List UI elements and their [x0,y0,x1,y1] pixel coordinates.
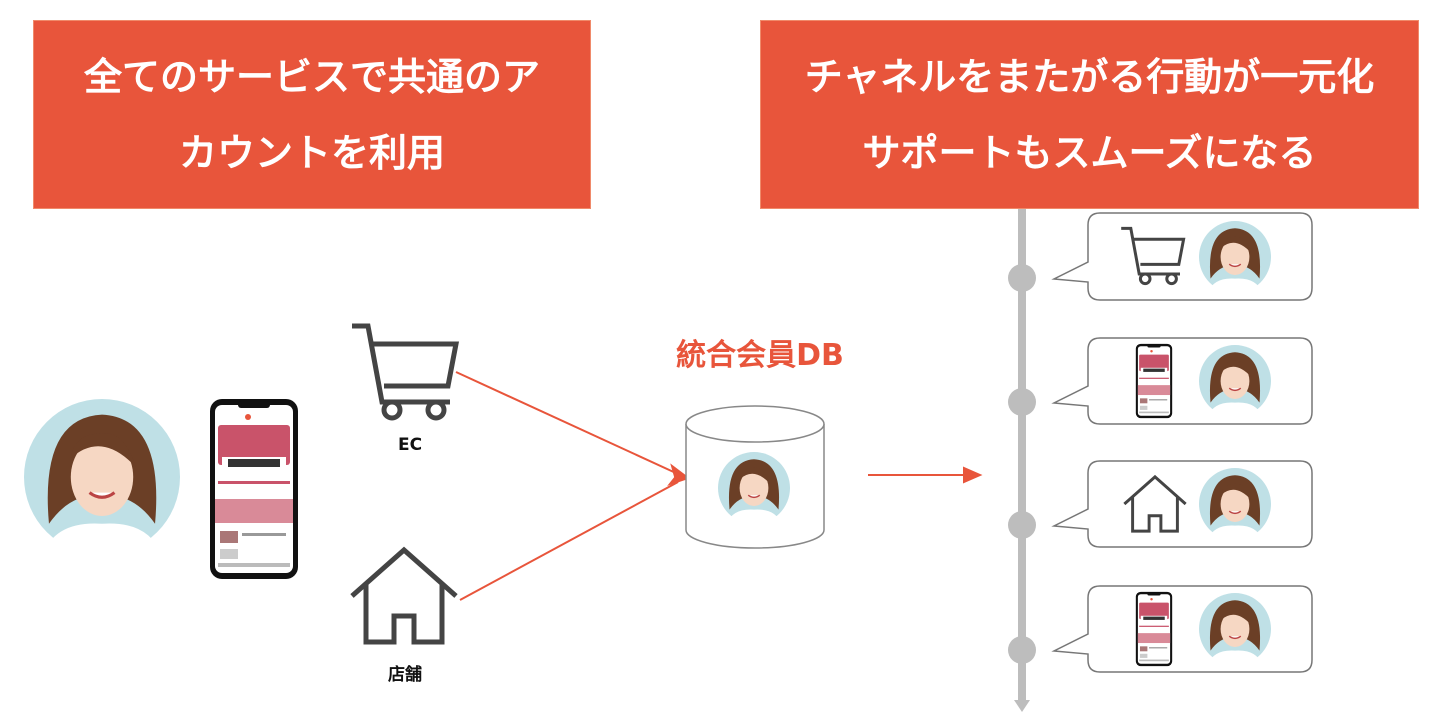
member-app-phone-icon [210,399,298,579]
shared-account-banner: 全てのサービスで共通のア カウントを利用 [33,20,591,209]
unified-behavior-banner: チャネルをまたがる行動が一元化 サポートもスムーズになる [760,20,1419,209]
bubble-user-avatar [1199,593,1271,665]
bubble-phone-icon [1135,591,1173,667]
store-house-icon [352,550,456,642]
user-avatar [24,399,180,555]
timeline-bubble-4 [1051,585,1313,673]
store-label: 店舗 [388,665,422,685]
db-label: 統合会員DB [676,338,844,373]
db-user-avatar [718,452,790,524]
bubble-phone-icon [1135,343,1173,419]
bubble-user-avatar [1199,468,1271,540]
banner-line: チャネルをまたがる行動が一元化 [804,54,1375,99]
timeline [1008,208,1036,712]
banner-line: 全てのサービスで共通のア [83,54,540,99]
banner-line: サポートもスムーズになる [862,130,1317,175]
flow-arrows [455,371,983,601]
timeline-bubble-2 [1051,337,1313,425]
ec-cart-icon [352,326,456,418]
timeline-bubble-1 [1051,212,1313,301]
bubble-user-avatar [1199,345,1271,417]
timeline-bubble-3 [1051,460,1313,548]
member-db-cylinder [685,405,825,549]
banner-line: カウントを利用 [178,130,445,175]
bubble-user-avatar [1199,221,1271,293]
ec-label: EC [397,435,423,455]
